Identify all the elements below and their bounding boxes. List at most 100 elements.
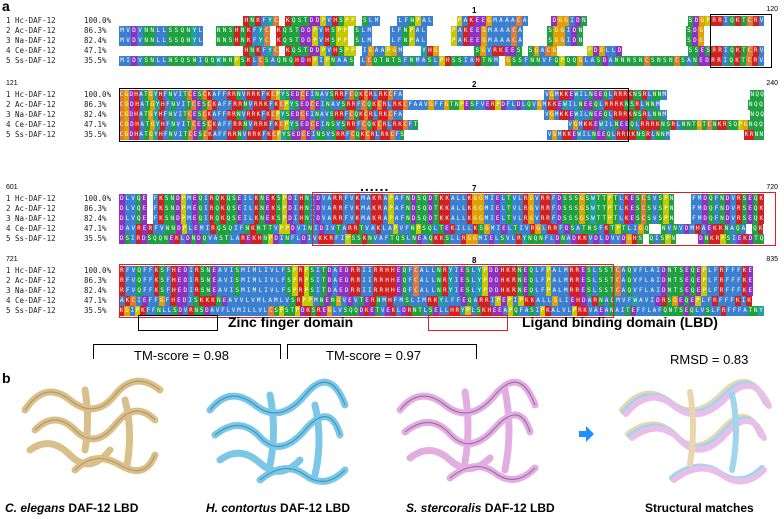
residue: E (459, 286, 465, 296)
position-marker: 8 (472, 256, 477, 265)
residue: E (459, 276, 465, 286)
residue: R (714, 234, 721, 244)
residue (734, 36, 741, 46)
residue: K (559, 90, 565, 100)
residue: N (169, 194, 176, 204)
residue: C (363, 110, 369, 120)
residue: V (158, 224, 165, 234)
residue (417, 110, 423, 120)
residue: Y (153, 110, 159, 120)
residue (237, 16, 244, 26)
residue: S (705, 306, 711, 316)
residue: V (587, 234, 594, 244)
residue: N (635, 130, 641, 140)
residue: G (578, 204, 585, 214)
residue: S (285, 110, 291, 120)
residue: M (397, 46, 404, 56)
residue (531, 120, 537, 130)
residue: R (642, 90, 648, 100)
residue: Q (209, 56, 216, 66)
residue (655, 26, 662, 36)
residue: F (539, 286, 546, 296)
residue: I (263, 276, 269, 286)
residue: V (326, 16, 333, 26)
residue (720, 110, 726, 120)
residue: A (379, 46, 386, 56)
residue: D (128, 130, 134, 140)
residue: Q (728, 56, 735, 66)
residue: R (752, 46, 759, 56)
residue: D (593, 234, 599, 244)
residue: Y (438, 296, 445, 306)
residue: R (379, 130, 385, 140)
residue: R (378, 286, 385, 296)
residue: K (438, 214, 445, 224)
sequence-identity: 86.3% (84, 276, 107, 285)
residue: R (328, 234, 335, 244)
residue: K (603, 224, 610, 234)
residue: I (245, 276, 252, 286)
residue: V (125, 36, 132, 46)
residue: S (309, 286, 316, 296)
residue (456, 46, 463, 56)
residue: A (700, 224, 707, 234)
residue: N (215, 26, 222, 36)
residue (520, 110, 525, 120)
residue: R (377, 214, 383, 224)
residue: A (462, 16, 469, 26)
residue (485, 90, 491, 100)
residue: N (149, 36, 156, 46)
residue: T (609, 286, 615, 296)
residue: F (343, 194, 349, 204)
residue: E (501, 224, 507, 234)
residue: D (295, 90, 300, 100)
residue: C (263, 36, 270, 46)
sequence-id: 3 Na-DAF-12 (6, 214, 56, 223)
residue (417, 90, 423, 100)
residue: K (546, 100, 553, 110)
residue: P (450, 36, 457, 46)
residue: L (455, 214, 462, 224)
residue: F (356, 100, 362, 110)
residue: R (381, 120, 388, 130)
residue: L (700, 296, 707, 306)
residue: F (407, 276, 414, 286)
caption-ss-rest: DAF-12 LBD (481, 501, 555, 515)
residue: M (655, 100, 661, 110)
residue: T (433, 194, 439, 204)
residue (510, 90, 516, 100)
residue: G (472, 234, 478, 244)
residue: I (655, 286, 661, 296)
residue: S (661, 56, 668, 66)
residue: D (702, 214, 708, 224)
residue: E (598, 90, 604, 100)
residue: R (253, 120, 259, 130)
residue: L (262, 306, 269, 316)
residue: E (168, 234, 175, 244)
residue: L (396, 306, 402, 316)
residue: C (640, 194, 647, 204)
residue: E (580, 266, 587, 276)
residue: K (623, 194, 630, 204)
position-start: 601 (6, 184, 18, 191)
residue: K (438, 194, 445, 204)
residue: K (256, 130, 262, 140)
residue: I (324, 224, 331, 234)
residue: N (619, 56, 626, 66)
residue (480, 110, 486, 120)
residue: S (338, 16, 345, 26)
residue: S (199, 266, 206, 276)
residue: G (528, 204, 535, 214)
residue: E (497, 306, 503, 316)
residue: V (241, 90, 247, 100)
residue (160, 16, 167, 26)
residue: S (284, 306, 290, 316)
residue: H (133, 90, 139, 100)
residue: Q (571, 56, 578, 66)
residue: I (415, 296, 422, 306)
